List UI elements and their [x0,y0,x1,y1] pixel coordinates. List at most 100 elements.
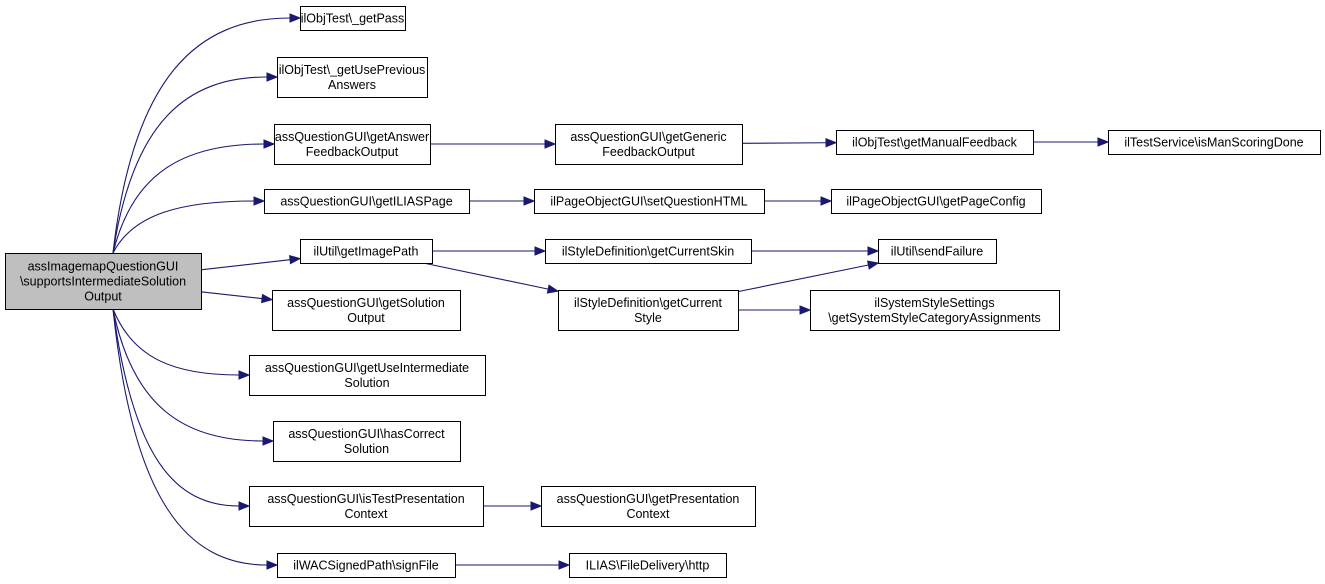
node-isManScoring[interactable]: ilTestService\isManScoringDone [1108,130,1321,155]
node-label-line: Answers [328,78,376,92]
node-getPageConfig[interactable]: ilPageObjectGUI\getPageConfig [831,189,1042,214]
node-getCurrentSkin[interactable]: ilStyleDefinition\getCurrentSkin [545,239,752,264]
edge-getImagePath-to-getCurrentSkin [432,246,547,256]
node-label-line: assQuestionGUI\isTestPresentation [267,492,464,506]
node-box [300,239,433,264]
node-label-line: \supportsIntermediateSolution [20,275,186,289]
edge-signFile-to-fileDeliveryHttp [455,560,571,570]
edge-line [112,76,268,254]
edge-arrowhead [266,72,279,82]
edge-isTestPresCtx-to-getPresCtx [483,501,543,511]
node-box [277,553,456,578]
edge-line [200,259,291,271]
node-label-line: Solution [344,442,389,456]
edge-getImagePath-to-getCurrentStyle [423,262,560,294]
node-label-line: assQuestionGUI\getILIASPage [280,195,452,209]
node-label-line: ilObjTest\_getUsePrevious [279,63,426,77]
node-getUseInterSol[interactable]: assQuestionGUI\getUseIntermediateSolutio… [249,355,486,396]
edge-getManualFb-to-isManScoring [1033,137,1110,147]
edge-root-to-getImagePath [200,255,302,271]
node-label-line: ilUtil\getImagePath [314,245,419,259]
node-getImagePath[interactable]: ilUtil\getImagePath [300,239,433,264]
node-label-line: assQuestionGUI\getPresentation [557,492,740,506]
node-label-line: ilTestService\isManScoringDone [1124,136,1303,150]
edge-getCurrentSkin-to-sendFailure [751,246,880,256]
node-box [569,553,727,578]
node-box [534,189,765,214]
node-box [277,57,428,98]
node-label-line: \getSystemStyleCategoryAssignments [828,311,1041,325]
edge-root-to-getIliasPage [112,196,266,254]
node-sendFailure[interactable]: ilUtil\sendFailure [878,239,997,264]
edge-arrowhead [266,560,279,570]
edge-arrowhead [289,13,302,23]
edge-getIliasPage-to-setQuestionHtml [469,196,536,206]
edge-arrowhead [825,138,838,148]
node-getSysStyleCat[interactable]: ilSystemStyleSettings\getSystemStyleCate… [810,290,1060,331]
node-getManualFb[interactable]: ilObjTest\getManualFeedback [836,130,1034,155]
node-label-line: assQuestionGUI\getAnswer [275,130,429,144]
node-box [249,355,486,396]
edges-layer [112,13,1110,570]
node-box [555,124,743,165]
edge-root-to-getPass [112,13,302,254]
node-box [831,189,1042,214]
node-root: assImagemapQuestionGUI\supportsIntermedi… [5,253,202,310]
node-label-line: ilPageObjectGUI\getPageConfig [846,195,1025,209]
node-label-line: assQuestionGUI\getGeneric [570,130,726,144]
node-box [836,130,1034,155]
edge-arrowhead [546,284,560,294]
node-getPass[interactable]: ilObjTest\_getPass [300,6,406,31]
edge-getCurrentStyle-to-getSysStyleCat [738,305,812,315]
edge-line [737,264,869,293]
node-box [878,239,997,264]
node-fileDeliveryHttp[interactable]: ILIAS\FileDelivery\http [569,553,727,578]
node-label-line: FeedbackOutput [306,145,399,159]
node-label-line: FeedbackOutput [602,145,695,159]
node-label-line: ilSystemStyleSettings [874,296,994,310]
edge-root-to-getUseInterSol [112,308,251,380]
edge-getCurrentStyle-to-sendFailure [737,260,880,293]
node-box [545,239,752,264]
edge-getGenericFb-to-getManualFb [741,138,838,148]
node-label-line: ilObjTest\getManualFeedback [852,136,1017,150]
node-box [810,290,1060,331]
edge-arrowhead [530,501,543,511]
edge-line [200,291,263,300]
edge-arrowhead [534,246,547,256]
node-box [272,290,461,331]
edge-arrowhead [866,260,880,270]
edge-line [423,262,549,290]
node-label-line: Context [626,507,670,521]
edge-root-to-signFile [112,308,279,570]
node-setQuestionHtml[interactable]: ilPageObjectGUI\setQuestionHTML [534,189,765,214]
edge-arrowhead [253,196,266,206]
edge-arrowhead [238,370,251,380]
node-label-line: Output [347,311,385,325]
node-label-line: assQuestionGUI\getUseIntermediate [265,361,469,375]
edge-root-to-hasCorrectSol [112,308,275,446]
node-box [273,421,461,462]
node-label-line: ilWACSignedPath\signFile [293,559,438,573]
node-box [300,6,406,31]
edge-setQuestionHtml-to-getPageConfig [764,196,833,206]
node-label-line: ilStyleDefinition\getCurrent [574,296,723,310]
nodes-layer: assImagemapQuestionGUI\supportsIntermedi… [5,6,1321,578]
node-signFile[interactable]: ilWACSignedPath\signFile [277,553,456,578]
node-box [1108,130,1321,155]
node-label-line: assQuestionGUI\hasCorrect [288,427,445,441]
node-label-line: ILIAS\FileDelivery\http [586,559,710,573]
edge-arrowhead [238,501,251,511]
node-label-line: Solution [344,376,389,390]
node-getIliasPage[interactable]: assQuestionGUI\getILIASPage [264,189,470,214]
node-label-line: assImagemapQuestionGUI [28,260,179,274]
